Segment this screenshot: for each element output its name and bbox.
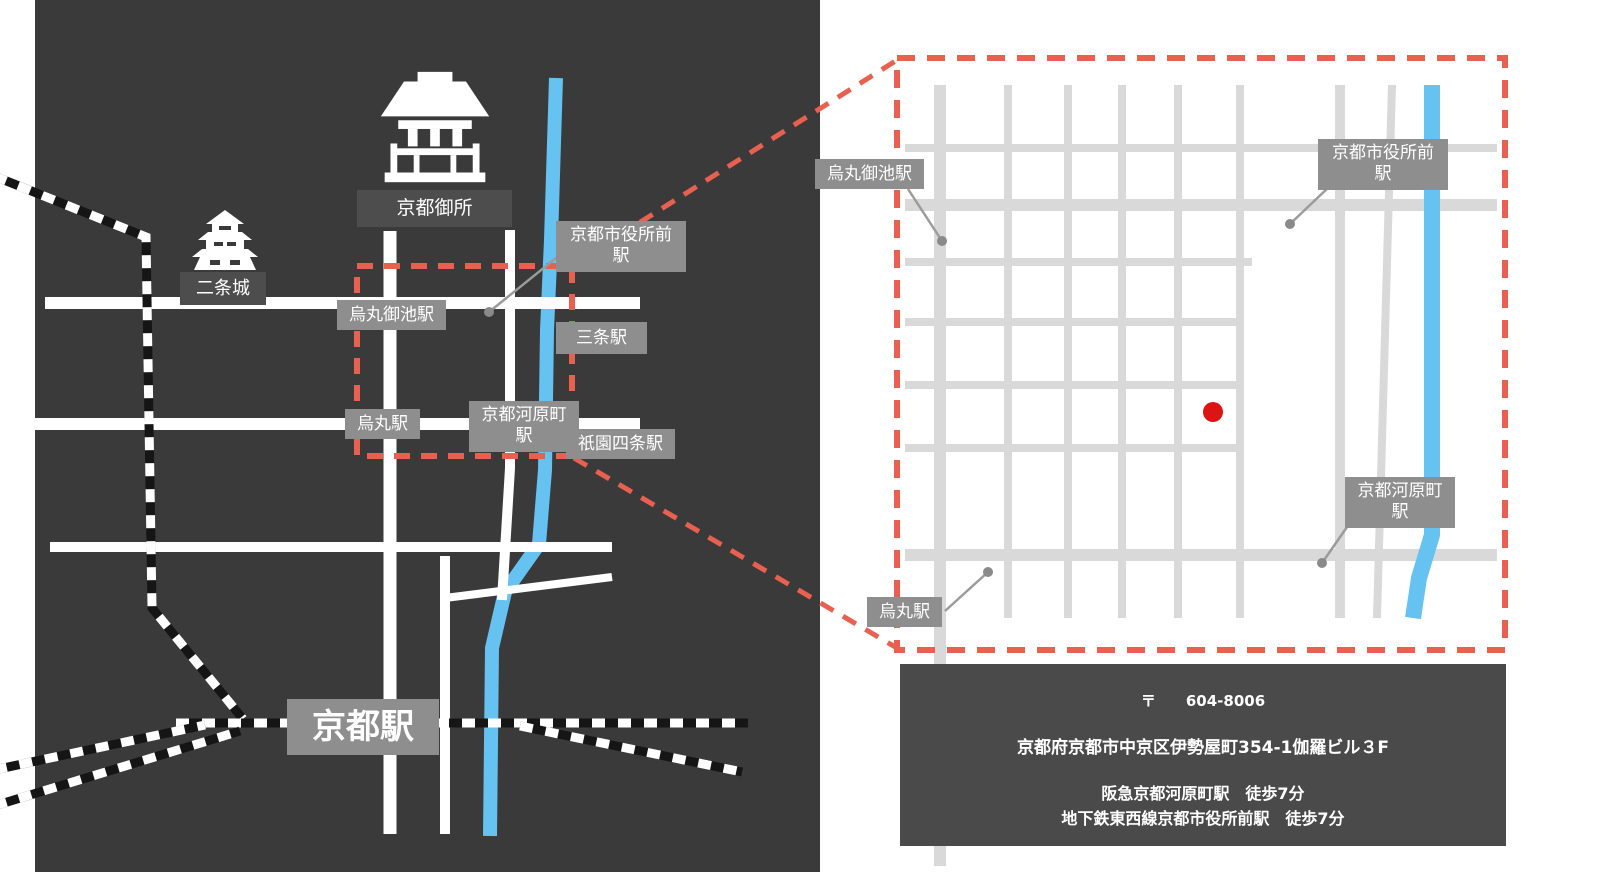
station-label-shiyakushomae-detail: 京都市役所前駅: [1318, 139, 1448, 190]
kyoto-station-label: 京都駅: [287, 699, 439, 755]
station-label-kawaramachi-left: 京都河原町駅: [469, 401, 579, 452]
station-label-karasuma-oike-detail: 烏丸御池駅: [815, 159, 924, 190]
detail-map-river: [1405, 85, 1440, 620]
info-panel: 〒 604-8006 京都府京都市中京区伊勢屋町354-1伽羅ビル３F 阪急京都河…: [900, 664, 1506, 846]
zoom-area-rect: [354, 263, 575, 459]
postal-mark: 〒: [1140, 692, 1156, 710]
imperial-palace-label: 京都御所: [357, 190, 512, 227]
station-label-shiyakushomae-left: 京都市役所前駅: [556, 221, 686, 272]
postal-row: 〒 604-8006: [900, 690, 1506, 711]
detail-map-border: [894, 55, 1508, 653]
postal-code: 604-8006: [1185, 692, 1266, 710]
access-subway: 地下鉄東西線京都市役所前駅 徒歩7分: [1061, 808, 1345, 828]
station-label-kawaramachi-detail: 京都河原町駅: [1345, 477, 1455, 528]
nijo-castle-label: 二条城: [180, 272, 266, 305]
access-info: 阪急京都河原町駅 徒歩7分 地下鉄東西線京都市役所前駅 徒歩7分: [900, 782, 1506, 832]
access-hankyu: 阪急京都河原町駅 徒歩7分: [1101, 784, 1305, 803]
station-label-sanjo: 三条駅: [556, 322, 647, 355]
railway-lines: [0, 173, 748, 809]
location-marker: [1203, 402, 1223, 422]
station-label-gion-shijo: 祇園四条駅: [566, 429, 675, 460]
kamo-river: [483, 77, 563, 837]
station-label-karasuma-detail: 烏丸駅: [867, 597, 942, 628]
imperial-palace-icon: [375, 70, 495, 186]
nijo-castle-icon: [186, 210, 264, 270]
address-line: 京都府京都市中京区伊勢屋町354-1伽羅ビル３F: [1017, 738, 1389, 758]
station-label-karasuma-oike-left: 烏丸御池駅: [337, 300, 446, 331]
station-label-karasuma-left: 烏丸駅: [345, 409, 420, 440]
